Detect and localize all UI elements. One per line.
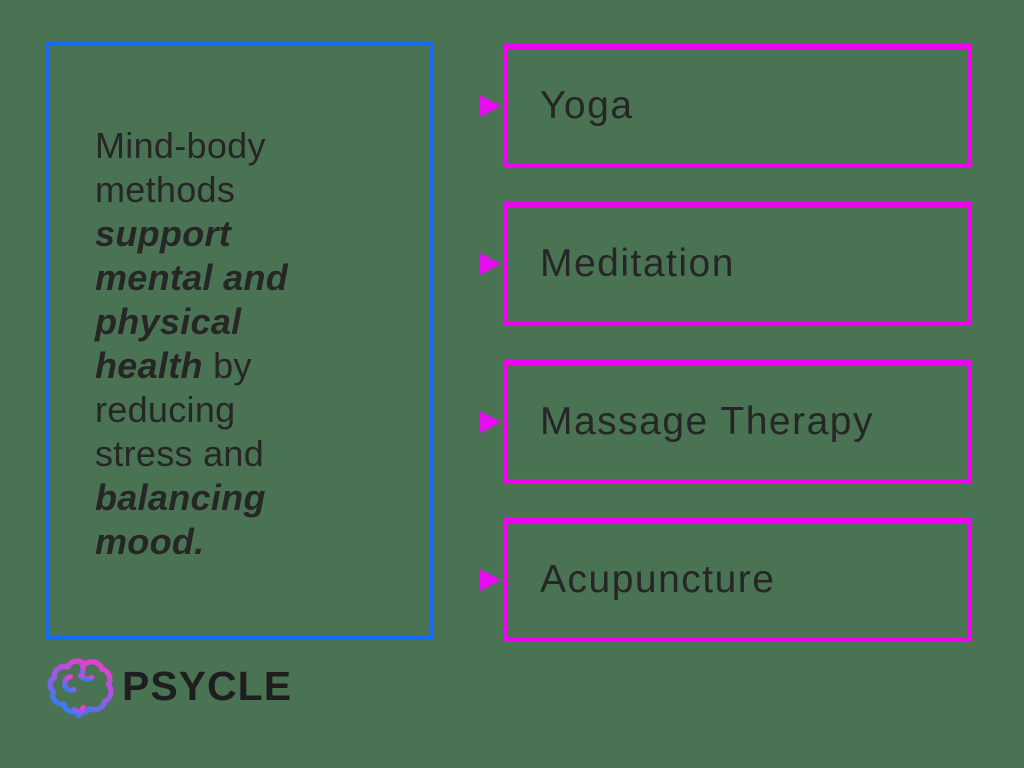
statement-line: mood.	[95, 521, 205, 562]
therapy-box-yoga: Yoga	[503, 44, 972, 168]
statement-line: reducing	[95, 389, 236, 430]
statement-line: stress and	[95, 433, 265, 474]
statement-line: health by	[95, 345, 252, 386]
therapy-label: Acupuncture	[540, 558, 776, 601]
logo-text: PSYCLE	[122, 662, 293, 709]
arrow-right-icon	[433, 95, 501, 117]
therapy-label: Meditation	[540, 242, 735, 285]
therapy-box-massage-therapy: Massage Therapy	[503, 360, 972, 484]
statement-line: methods	[95, 169, 236, 210]
statement-line: Mind-body	[95, 125, 266, 166]
therapy-box-meditation: Meditation	[503, 202, 972, 326]
brain-icon	[47, 658, 114, 719]
statement-line: balancing	[95, 477, 266, 518]
statement-line: mental and	[95, 257, 289, 298]
arrow-right-icon	[433, 569, 501, 591]
arrow-right-icon	[433, 253, 501, 275]
arrow-right-icon	[433, 411, 501, 433]
therapy-box-acupuncture: Acupuncture	[503, 518, 972, 642]
statement-line: physical	[95, 301, 242, 342]
logo: PSYCLE	[46, 654, 292, 722]
therapy-label: Massage Therapy	[540, 400, 874, 443]
therapy-label: Yoga	[540, 84, 634, 127]
statement-line: support	[95, 213, 232, 254]
